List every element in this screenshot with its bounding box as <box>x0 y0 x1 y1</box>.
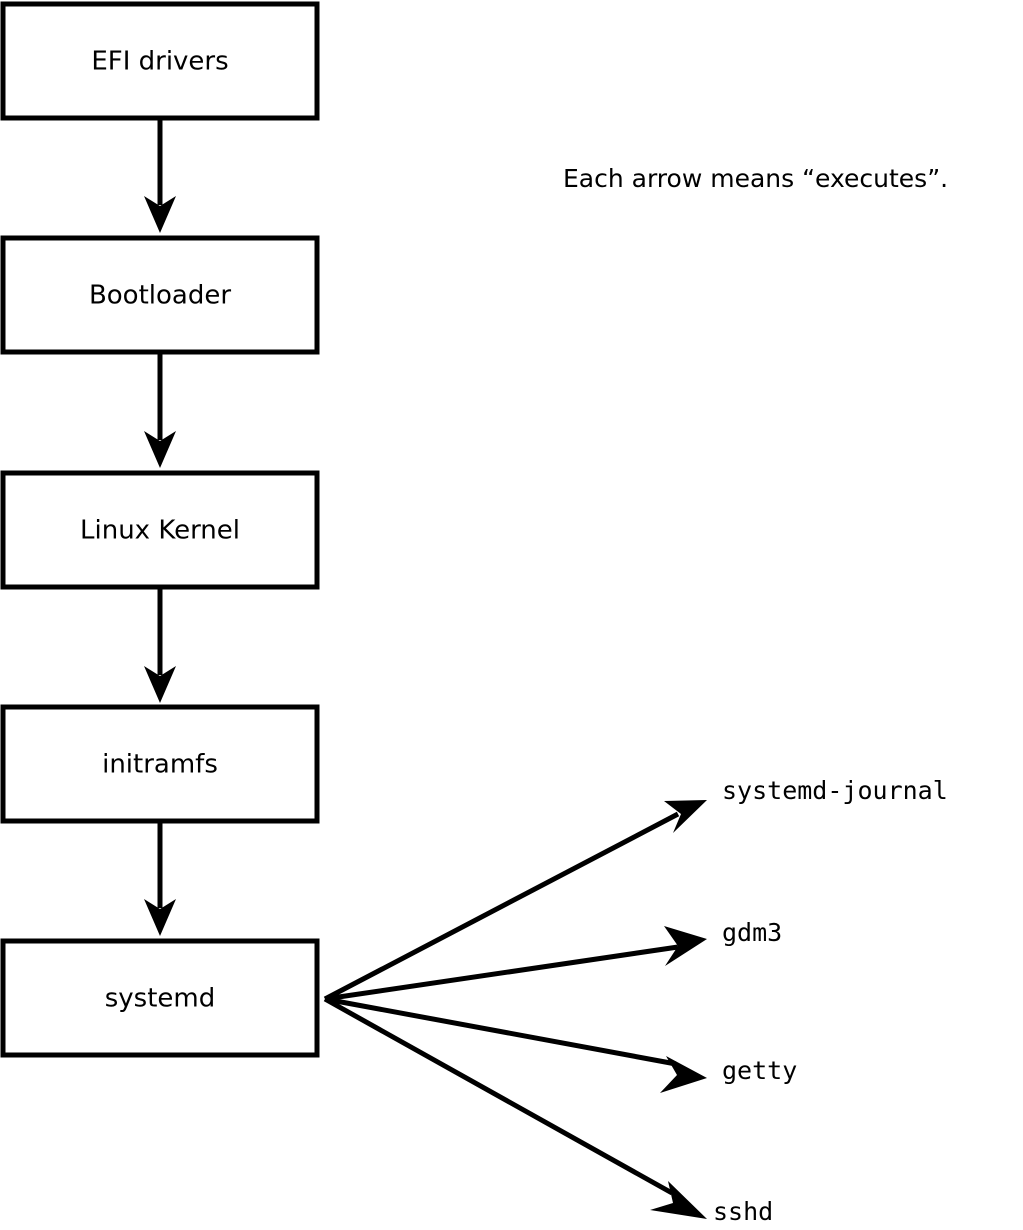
chain-node-systemd[interactable]: systemd <box>0 938 320 1058</box>
edge-line <box>323 996 674 1196</box>
edge-systemd-to-systemd-journal <box>323 800 707 1002</box>
edge-line <box>323 811 680 1002</box>
node-label: Bootloader <box>89 281 231 311</box>
chain-node-linux-kernel[interactable]: Linux Kernel <box>0 470 320 590</box>
node-label: Linux Kernel <box>80 516 240 546</box>
edge-systemd-to-sshd <box>323 996 707 1219</box>
arrowhead-icon <box>144 899 176 936</box>
edge-systemd-to-gdm3 <box>324 926 707 1002</box>
arrowhead-icon <box>664 800 707 833</box>
node-box[interactable] <box>0 938 320 1058</box>
service-label: systemd-journal <box>722 776 948 805</box>
service-label: gdm3 <box>722 918 782 947</box>
node-label: EFI drivers <box>91 47 228 77</box>
edge-bootloader-to-kernel <box>144 353 176 468</box>
node-box[interactable] <box>0 704 320 824</box>
edge-systemd-to-getty <box>324 996 707 1093</box>
chain-node-initramfs[interactable]: initramfs <box>0 704 320 824</box>
edge-kernel-to-initramfs <box>144 588 176 703</box>
node-label: initramfs <box>102 750 218 780</box>
service-node-sshd[interactable]: sshd <box>713 1197 773 1226</box>
service-node-gdm3[interactable]: gdm3 <box>722 918 782 947</box>
legend-caption: Each arrow means “executes”. <box>563 164 948 193</box>
edge-initramfs-to-systemd <box>144 821 176 936</box>
node-box[interactable] <box>0 235 320 355</box>
arrowhead-icon <box>650 1181 707 1219</box>
chain-connectors <box>144 119 176 936</box>
edge-line <box>324 996 677 1067</box>
node-label: systemd <box>105 984 216 1014</box>
chain-node-bootloader[interactable]: Bootloader <box>0 235 320 355</box>
arrowhead-icon <box>664 926 707 966</box>
service-label: sshd <box>713 1197 773 1226</box>
service-node-systemd-journal[interactable]: systemd-journal <box>722 776 948 805</box>
chain-node-efi-drivers[interactable]: EFI drivers <box>0 1 320 121</box>
arrowhead-icon <box>144 431 176 468</box>
service-fanout-edges <box>323 800 707 1219</box>
arrowhead-icon <box>144 196 176 233</box>
service-label: getty <box>722 1056 797 1085</box>
node-box[interactable] <box>0 470 320 590</box>
arrowhead-icon <box>660 1056 707 1093</box>
node-box[interactable] <box>0 1 320 121</box>
service-node-getty[interactable]: getty <box>722 1056 797 1085</box>
edge-efi-to-bootloader <box>144 119 176 233</box>
arrowhead-icon <box>144 666 176 703</box>
edge-line <box>324 944 679 1002</box>
